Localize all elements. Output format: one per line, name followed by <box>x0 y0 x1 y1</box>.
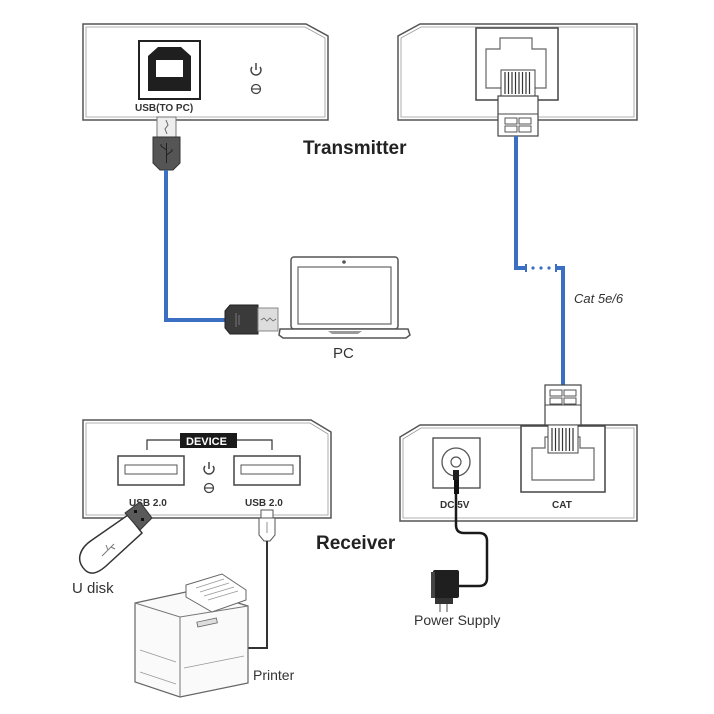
laptop-pc-icon <box>278 256 411 339</box>
printer-cable <box>248 541 268 649</box>
receiver-cat-panel: DC 5V CAT <box>399 424 638 522</box>
usb-symbol-icon <box>160 143 173 163</box>
link-led-icon <box>250 83 262 95</box>
power-icon <box>250 63 262 76</box>
receiver-title: Receiver <box>316 533 396 554</box>
usb-port-2-label: USB 2.0 <box>245 498 283 509</box>
usb-b-plug <box>152 116 181 171</box>
cat-cable <box>514 136 565 385</box>
device-header-bg <box>180 433 237 448</box>
transmitter-title: Transmitter <box>303 138 407 159</box>
power-icon <box>203 462 215 475</box>
usb-to-pc-label: USB(TO PC) <box>135 103 193 114</box>
dc-jack <box>432 437 481 489</box>
receiver-usb-panel: DEVICE USB 2.0 USB 2.0 <box>82 419 332 519</box>
cat-port-label: CAT <box>552 500 572 511</box>
link-led-icon <box>203 482 215 494</box>
printer-label: Printer <box>253 667 295 683</box>
usb-a-plug <box>224 304 279 335</box>
power-adapter-icon <box>431 570 459 612</box>
power-cable <box>454 494 489 588</box>
u-disk-label: U disk <box>72 580 114 597</box>
rj45-plug-receiver <box>544 384 582 454</box>
cat-cable-label: Cat 5e/6 <box>574 291 624 306</box>
u-disk-icon <box>78 501 153 574</box>
printer-icon <box>134 573 249 698</box>
power-supply-label: Power Supply <box>414 612 500 628</box>
usb-plug-printer <box>258 509 276 542</box>
usb-port-1-label: USB 2.0 <box>129 498 167 509</box>
pc-label: PC <box>333 345 354 362</box>
usb-a-port-2 <box>233 455 301 486</box>
usb-a-port-1 <box>117 455 185 486</box>
rj45-plug-transmitter <box>497 69 539 137</box>
usb-b-port <box>138 40 201 100</box>
usb-cable-to-pc <box>164 170 225 322</box>
transmitter-usb-panel: USB(TO PC) <box>82 23 329 121</box>
dc-plug <box>453 470 459 494</box>
device-header-label: DEVICE <box>186 436 227 448</box>
